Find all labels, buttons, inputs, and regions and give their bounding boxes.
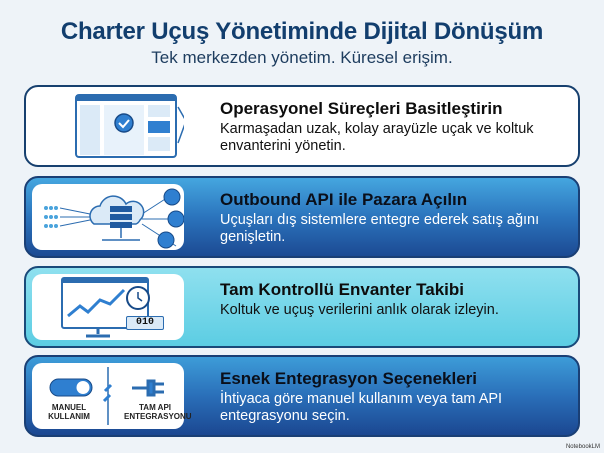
watermark: NotebookLM: [565, 444, 600, 450]
card-title: Outbound API ile Pazara Açılın: [220, 190, 468, 209]
option-api-label: TAM API ENTEGRASYONU: [124, 403, 192, 421]
page-subtitle: Tek merkezden yönetim. Küresel erişim.: [151, 48, 453, 67]
dashboard-check-icon: [32, 93, 187, 159]
card-title: Operasyonel Süreçleri Basitleştirin: [220, 99, 503, 118]
cloud-server-network-icon: [32, 184, 185, 250]
card-integration: MANUEL KULLANIM TAM API ENTEGRASYONU Esn…: [24, 355, 580, 437]
page-title: Charter Uçuş Yönetiminde Dijital Dönüşüm: [60, 18, 544, 45]
card-inventory: 010 Tam Kontrollü Envanter Takibi Koltuk…: [24, 266, 580, 348]
option-manual-label: MANUEL KULLANIM: [48, 403, 90, 421]
card-operations: Operasyonel Süreçleri Basitleştirin Karm…: [24, 85, 580, 167]
card-title: Tam Kontrollü Envanter Takibi: [220, 280, 465, 299]
card-outbound-api: Outbound API ile Pazara Açılın Uçuşları …: [24, 176, 580, 258]
monitor-chart-clock-icon: 010: [32, 274, 184, 340]
card-title: Esnek Entegrasyon Seçenekleri: [220, 369, 478, 388]
card-text: Karmaşadan uzak, kolay arayüzle uçak ve …: [220, 121, 534, 154]
card-text: İhtiyaca göre manuel kullanım veya tam A…: [220, 391, 503, 424]
card-text: Koltuk ve uçuş verilerini anlık olarak i…: [220, 302, 499, 318]
counter-display: 010: [126, 316, 164, 330]
toggle-plug-icon: MANUEL KULLANIM TAM API ENTEGRASYONU: [32, 363, 192, 429]
card-text: Uçuşları dış sistemlere entegre ederek s…: [220, 212, 540, 245]
